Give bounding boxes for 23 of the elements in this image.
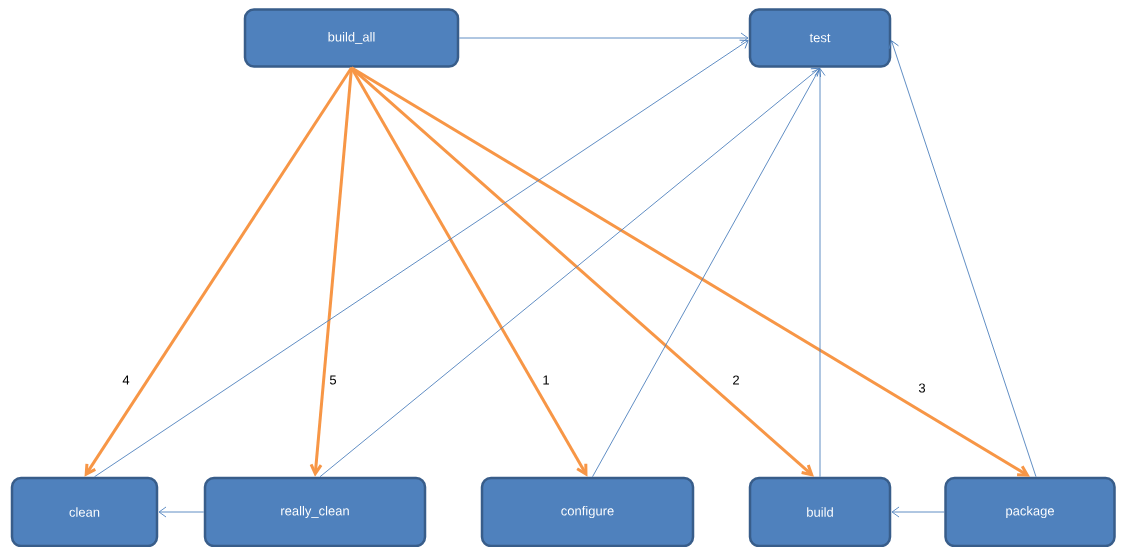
process-box: configure <box>480 476 695 547</box>
arrow <box>888 40 1037 478</box>
arrow <box>94 39 749 478</box>
arrow <box>891 506 945 518</box>
edge-label: 1 <box>540 374 552 386</box>
edge-label: 4 <box>120 374 132 386</box>
arrow <box>350 66 1030 477</box>
process-box: build <box>748 476 892 547</box>
arrow <box>309 67 353 477</box>
arrow <box>350 67 588 477</box>
process-box: really_clean <box>203 476 427 547</box>
process-box: test <box>748 8 892 68</box>
process-box: clean <box>10 476 159 547</box>
arrow <box>592 68 822 478</box>
arrow <box>814 68 826 478</box>
edge-label: 5 <box>327 373 339 387</box>
process-box: package <box>944 476 1116 547</box>
arrow <box>158 506 205 518</box>
arrow <box>458 32 749 44</box>
edge-label: 2 <box>730 373 742 387</box>
process-box: build_all <box>243 8 460 68</box>
arrow <box>84 66 353 477</box>
edge-label: 3 <box>916 381 928 395</box>
